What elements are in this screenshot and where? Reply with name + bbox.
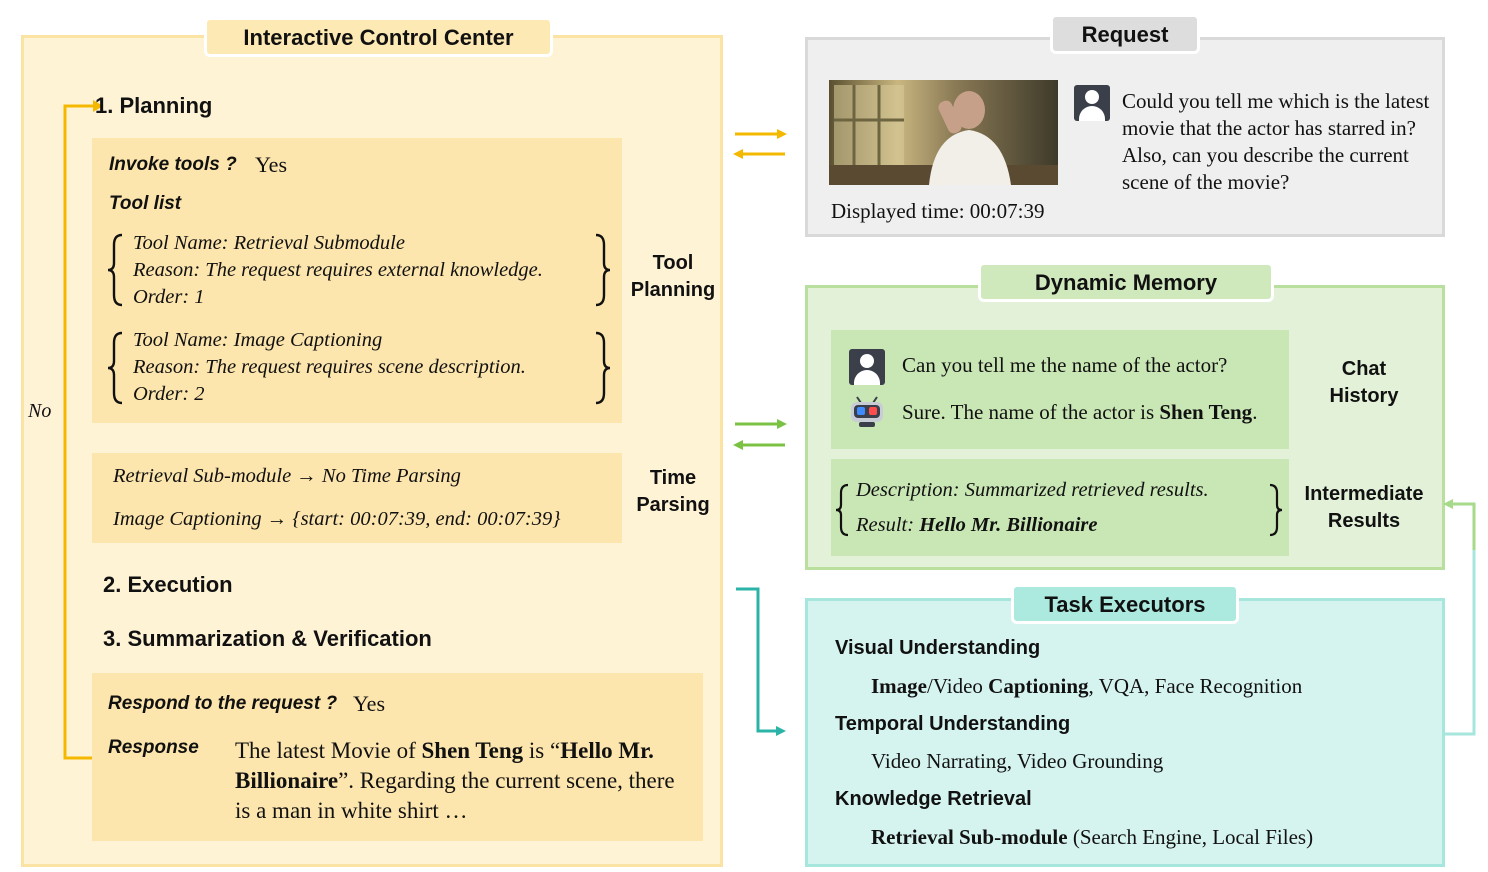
right-brace-icon [595,331,611,405]
tool-1: Tool Name: Retrieval Submodule Reason: T… [133,230,543,311]
left-brace-icon [107,331,123,405]
executor-items-visual: Image/Video Captioning, VQA, Face Recogn… [871,674,1302,699]
execution-arrow [736,587,786,736]
right-brace-icon [595,233,611,307]
user-icon [849,349,885,385]
tool-2-name: Tool Name: Image Captioning [133,329,383,351]
time-parsing-box [92,453,622,543]
executor-category-retrieval: Knowledge Retrieval [835,788,1032,810]
chat-bot-text: . [1252,400,1258,424]
memory-exchange-arrows [733,419,787,450]
tool-2-reason: Reason: The request requires scene descr… [133,356,526,378]
executor-item-bold: Captioning [988,674,1089,698]
request-exchange-arrows [733,129,787,159]
planning-title: 1. Planning [95,93,213,118]
chat-user-message: Can you tell me the name of the actor? [902,353,1228,377]
response-label: Response [108,737,199,758]
displayed-time: Displayed time: 00:07:39 [831,199,1045,223]
request-question: Could you tell me which is the latest mo… [1122,89,1430,194]
intermediate-result: Result: Hello Mr. Billionaire [856,514,1097,537]
request-title: Request [1050,14,1200,54]
executor-item-bold: Image [871,674,927,698]
executor-item-text: /Video [927,674,989,698]
feedback-arrow [1443,499,1476,736]
intermediate-label-line1: Intermediate [1304,483,1424,505]
tool-planning-box [92,138,622,423]
result-label: Result: [856,514,920,536]
respond-value: Yes [353,691,386,716]
time-parsing-line-2: Image Captioning → {start: 00:07:39, end… [113,508,561,530]
intermediate-results-label: Intermediate Results [1296,481,1432,535]
result-value: Hello Mr. Billionaire [919,514,1098,536]
invoke-tools-label: Invoke tools ? [109,154,237,175]
executor-items-retrieval: Retrieval Sub-module (Search Engine, Loc… [871,825,1313,850]
tool-1-name: Tool Name: Retrieval Submodule [133,232,405,254]
tool-planning-label: Tool Planning [628,250,718,304]
tool-planning-label-line2: Planning [630,279,716,301]
intermediate-results-box [831,459,1289,556]
response-text-part: is “ [523,738,561,763]
executor-item-bold: Retrieval Sub-module [871,825,1068,849]
retry-loop-arrow [63,100,103,760]
response-movie-name: Hello Mr. Billionaire [235,738,654,793]
executor-category-temporal: Temporal Understanding [835,713,1071,735]
chat-history-box [831,330,1289,449]
tool-1-order: Order: 1 [133,286,205,308]
tool-2: Tool Name: Image Captioning Reason: The … [133,327,526,408]
executor-item-text: (Search Engine, Local Files) [1067,825,1314,849]
control-center-title: Interactive Control Center [204,17,553,57]
tool-list-label: Tool list [109,193,182,214]
chat-bot-text: Sure. The name of the actor is [902,400,1160,424]
chat-history-label: Chat History [1296,356,1432,410]
executor-items-temporal: Video Narrating, Video Grounding [871,749,1164,773]
chat-history-label-line2: History [1329,385,1399,407]
chat-history-label-line1: Chat [1341,358,1387,380]
executor-category-visual: Visual Understanding [835,637,1041,659]
time-parsing-label-line1: Time [649,467,697,489]
user-icon [1074,85,1110,121]
response-actor-name: Shen Teng [421,738,524,763]
intermediate-description: Description: Summarized retrieved result… [856,479,1209,501]
task-executors-title: Task Executors [1011,584,1239,624]
tool-planning-label-line1: Tool [652,252,694,274]
loop-label: No [28,400,52,422]
respond-label: Respond to the request ? [108,693,338,714]
time-parsing-label: Time Parsing [628,465,718,519]
response-text-part: ”. Regarding the current scene, there is… [235,768,675,823]
task-executors-panel [805,598,1445,867]
left-brace-icon [835,483,849,537]
execution-title: 2. Execution [103,572,233,597]
chat-bot-message: Sure. The name of the actor is Shen Teng… [902,400,1257,425]
response-box [92,673,703,841]
tool-2-order: Order: 2 [133,383,205,405]
tool-1-reason: Reason: The request requires external kn… [133,259,543,281]
right-brace-icon [1269,483,1283,537]
response-text-part: The latest Movie of [235,738,422,763]
intermediate-label-line2: Results [1327,510,1401,532]
executor-item-text: , VQA, Face Recognition [1088,674,1303,698]
robot-icon [851,396,883,427]
invoke-tools-value: Yes [255,152,288,177]
dynamic-memory-title: Dynamic Memory [978,262,1274,302]
summarization-title: 3. Summarization & Verification [103,626,432,651]
chat-bot-actor-name: Shen Teng [1159,400,1253,424]
time-parsing-label-line2: Parsing [636,494,710,516]
left-brace-icon [107,233,123,307]
time-parsing-line-1: Retrieval Sub-module → No Time Parsing [113,465,461,487]
video-frame-image [829,80,1058,185]
response-text: The latest Movie of Shen Teng is “Hello … [235,736,690,826]
